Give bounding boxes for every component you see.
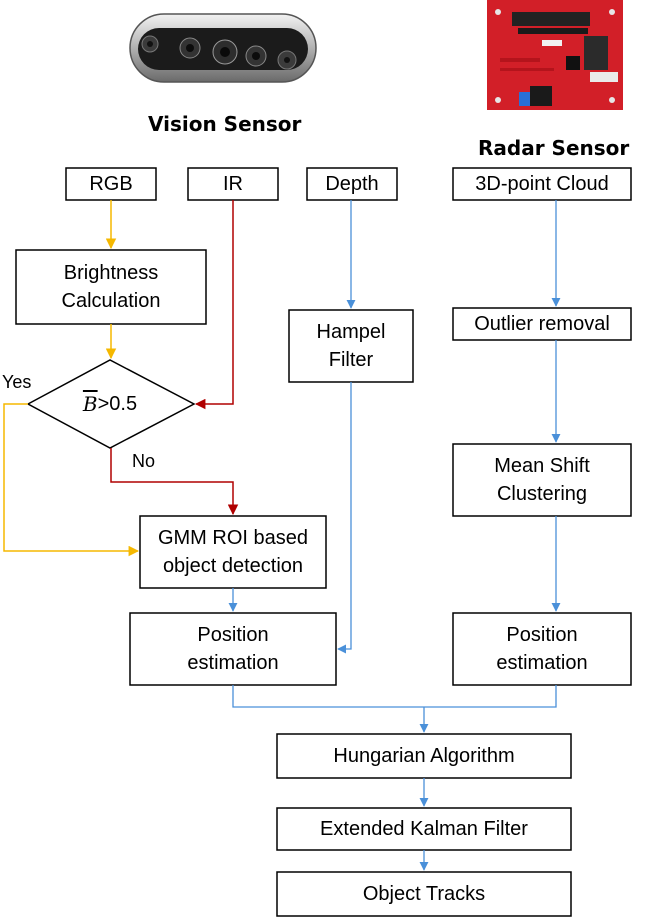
rgb-label: RGB (89, 173, 133, 195)
gmm-label: GMM ROI based object detection (140, 516, 326, 588)
radar-board-image (487, 0, 623, 110)
meanshift-label-line2: Clustering (496, 483, 588, 505)
yellow-connectors (3, 200, 140, 557)
hampel-label-line2: Filter (328, 349, 374, 371)
gmm-box (139, 515, 327, 589)
hampel-label: Hampel Filter (289, 310, 413, 382)
decision-label: B>0.5 (50, 390, 170, 418)
outlier-label: Outlier removal (474, 313, 610, 335)
meanshift-label-line1: Mean Shift (494, 455, 590, 477)
position-radar-box (452, 612, 632, 686)
meanshift-box (452, 443, 632, 517)
ekf-label: Extended Kalman Filter (320, 818, 528, 840)
tracks-box (276, 871, 572, 917)
no-label: No (132, 451, 156, 471)
position-vision-line2: estimation (187, 652, 279, 674)
position-vision-label: Position estimation (130, 613, 336, 685)
position-vision-box (129, 612, 337, 686)
position-radar-line1: Position (506, 624, 578, 646)
radar-sensor-title: Radar Sensor (478, 136, 630, 160)
yes-label: Yes (2, 372, 32, 392)
ir-label: IR (223, 173, 243, 195)
meanshift-label: Mean Shift Clustering (453, 444, 631, 516)
position-radar-line2: estimation (496, 652, 588, 674)
point-cloud-label: 3D-point Cloud (475, 173, 609, 195)
position-vision-line1: Position (197, 624, 269, 646)
decision-threshold: >0.5 (97, 393, 138, 415)
camera-image (129, 13, 317, 83)
brightness-box (15, 249, 207, 325)
red-connectors (110, 200, 239, 516)
vision-sensor-title: Vision Sensor (148, 112, 302, 136)
hampel-box (288, 309, 414, 383)
position-radar-label: Position estimation (453, 613, 631, 685)
ekf-box (276, 807, 572, 851)
blue-connectors (228, 200, 561, 871)
hungarian-label: Hungarian Algorithm (333, 745, 515, 767)
rgb-box (65, 167, 157, 201)
brightness-label-line1: Brightness (63, 262, 159, 284)
gmm-label-line2: object detection (162, 555, 304, 577)
brightness-decision (26, 359, 196, 449)
brightness-label-line2: Calculation (61, 290, 161, 312)
tracks-label: Object Tracks (362, 883, 486, 905)
depth-box (306, 167, 398, 201)
brightness-label: Brightness Calculation (16, 250, 206, 324)
outlier-box (452, 307, 632, 341)
decision-letter: B (82, 392, 98, 416)
depth-label: Depth (325, 173, 379, 195)
gmm-label-line1: GMM ROI based (157, 527, 309, 549)
point-cloud-box (452, 167, 632, 201)
hampel-label-line1: Hampel (316, 321, 386, 343)
